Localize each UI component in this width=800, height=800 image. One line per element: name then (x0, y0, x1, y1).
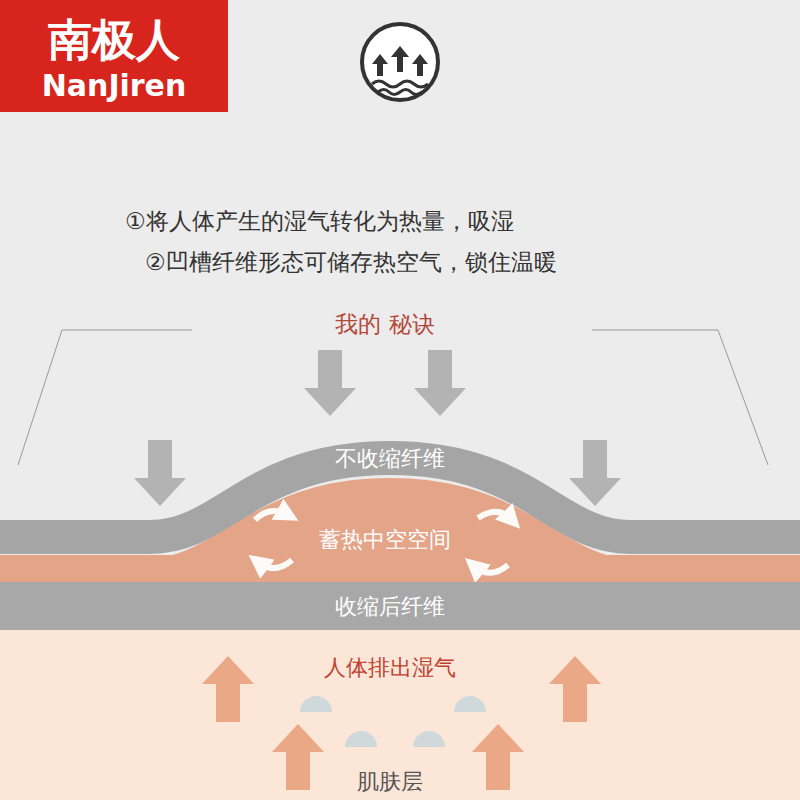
feature-note: ②凹槽纤维形态可储存热空气，锁住温暖 (145, 249, 557, 277)
band-label: 收缩后纤维 (335, 594, 445, 620)
press-arrows (134, 350, 621, 506)
skin-layer: 人体排出湿气肌肤层 (0, 630, 800, 800)
fiber-band: 收缩后纤维 (0, 582, 800, 630)
band-label: 人体排出湿气 (324, 655, 456, 681)
circulation-arrows (255, 511, 512, 573)
heat-space: 蓄热中空空间 (300, 520, 470, 556)
heat-icon (362, 24, 438, 100)
brand-logo: 南极人NanJiren (0, 0, 228, 112)
band-label: 蓄热中空空间 (319, 527, 451, 553)
brand-name: 南极人 (48, 14, 180, 67)
secret-heading: 我的 秘诀 (335, 311, 434, 339)
leader-lines (18, 330, 768, 465)
moisture-drops (300, 696, 486, 747)
contracted-fiber-band (0, 582, 800, 630)
fiber-band: 不收缩纤维 (230, 440, 550, 476)
brand-pinyin: NanJiren (42, 68, 187, 104)
band-label: 肌肤层 (357, 769, 423, 795)
band-label: 不收缩纤维 (335, 446, 445, 472)
feature-note: ①将人体产生的湿气转化为热量，吸湿 (125, 208, 514, 236)
skin-layer (0, 630, 800, 800)
